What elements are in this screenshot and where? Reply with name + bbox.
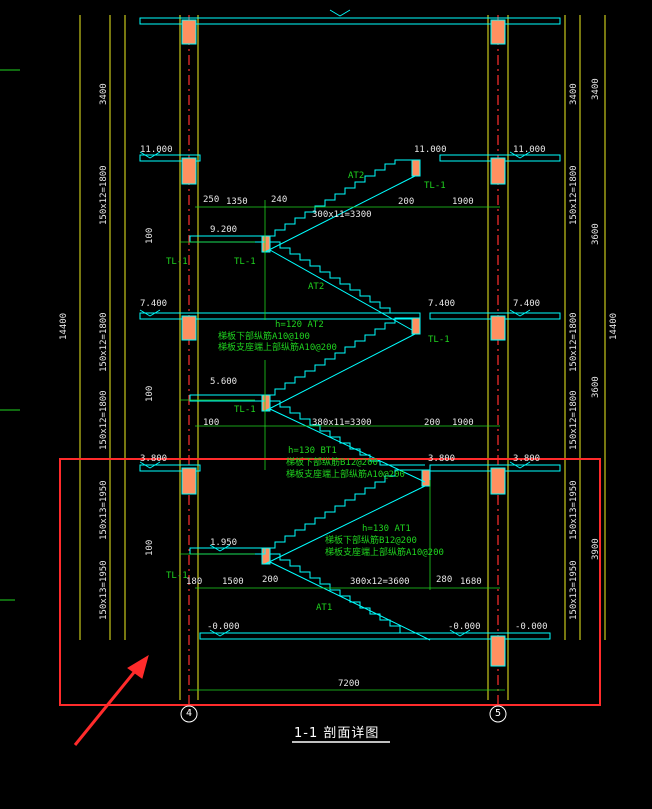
slab-note-h: h=130 BT1	[288, 446, 337, 456]
small-dim: 250	[203, 195, 220, 205]
elevation-label: 3.800	[428, 454, 456, 464]
slab-note-h: h=120 AT2	[275, 320, 324, 330]
small-dim: 200	[424, 418, 441, 428]
elevation-label: 7.400	[140, 299, 168, 309]
step-note: 300x11=3300	[312, 210, 372, 220]
beam-label: TL-1	[234, 257, 256, 267]
small-dim: 1900	[452, 197, 474, 207]
beam-label: TL-1	[428, 335, 450, 345]
small-dim: 100	[145, 227, 155, 244]
total-height-dim-right: 14400	[609, 312, 619, 340]
floor-slabs	[139, 17, 561, 640]
elevation-label: 7.400	[428, 299, 456, 309]
total-height-dim: 14400	[59, 312, 69, 340]
left-dim-3: 150x12=1800	[99, 390, 109, 450]
left-dim-1: 150x12=1800	[99, 165, 109, 225]
beam-label: TL-1	[234, 405, 256, 415]
axis-center-lines	[188, 15, 499, 710]
drawing-title: 1-1 剖面详图	[294, 726, 380, 741]
right-dim-3: 150x12=1800	[569, 390, 579, 450]
elevation-label: 1.950	[210, 538, 238, 548]
small-dim: 200	[398, 197, 415, 207]
elevation-markers	[139, 9, 531, 637]
small-dim: 1680	[460, 577, 482, 587]
small-dim: 100	[145, 539, 155, 556]
elevation-label: 7.400	[513, 299, 541, 309]
elevation-label: 11.000	[140, 145, 173, 155]
step-note: 380x11=3300	[312, 418, 372, 428]
right-dim-4: 150x13=1950	[569, 480, 579, 540]
small-dim: 1350	[226, 197, 248, 207]
small-dim: 240	[271, 195, 288, 205]
slab-note-line1: 梯板下部纵筋A10@100	[218, 332, 310, 342]
elevation-label: -0.000	[207, 622, 240, 632]
edge-markers	[0, 69, 20, 601]
elevation-label: 11.000	[513, 145, 546, 155]
total-width-dim: 7200	[338, 679, 360, 689]
slab-note-line2: 梯板支座端上部纵筋A10@200	[325, 548, 444, 558]
small-dim: 180	[186, 577, 203, 587]
dimension-lines	[180, 200, 505, 691]
beam-label: TL-1	[166, 571, 188, 581]
right-dim-0: 3400	[569, 83, 579, 105]
left-dim-5: 150x13=1950	[99, 560, 109, 620]
right-dim-5: 150x13=1950	[569, 560, 579, 620]
right-outer-dim-3: 3900	[591, 538, 601, 560]
left-dim-2: 150x12=1800	[99, 312, 109, 372]
right-outer-dim-2: 3600	[591, 376, 601, 398]
elevation-label: 9.200	[210, 225, 238, 235]
small-dim: 280	[436, 575, 453, 585]
slab-note-line1: 梯板下部纵筋B12@200	[325, 536, 417, 546]
stair-flights	[264, 159, 431, 641]
stair-label: AT2	[308, 282, 325, 292]
small-dim: 1500	[222, 577, 244, 587]
axis-label-4: 4	[186, 708, 193, 719]
elevation-label: 11.000	[414, 145, 447, 155]
beam-label: TL-1	[166, 257, 188, 267]
axis-bubbles	[180, 705, 507, 723]
slab-note-line1: 梯板下部纵筋B12@200	[286, 458, 378, 468]
small-dim: 100	[145, 385, 155, 402]
highlight-box	[59, 458, 601, 706]
slab-note-h: h=130 AT1	[362, 524, 411, 534]
right-outer-dim-1: 3600	[591, 223, 601, 245]
small-dim: 200	[262, 575, 279, 585]
elevation-label: -0.000	[515, 622, 548, 632]
vertical-guide-lines	[79, 15, 606, 700]
axis-label-5: 5	[495, 708, 502, 719]
left-dim-0: 3400	[99, 83, 109, 105]
step-note: 300x12=3600	[350, 577, 410, 587]
left-dim-4: 150x13=1950	[99, 480, 109, 540]
stair-label: AT2	[348, 171, 365, 181]
red-arrow	[73, 654, 149, 746]
elevation-label: 3.800	[513, 454, 541, 464]
small-dim: 100	[203, 418, 220, 428]
stair-label: AT1	[316, 603, 333, 613]
small-dim: 1900	[452, 418, 474, 428]
slab-note-line2: 梯板支座端上部纵筋A10@200	[286, 470, 405, 480]
beam-label: TL-1	[424, 181, 446, 191]
slab-note-line2: 梯板支座端上部纵筋A10@200	[218, 343, 337, 353]
right-dim-1: 150x12=1800	[569, 165, 579, 225]
beams	[181, 19, 506, 667]
elevation-label: -0.000	[448, 622, 481, 632]
elevation-label: 3.800	[140, 454, 168, 464]
landings	[189, 235, 266, 555]
elevation-label: 5.600	[210, 377, 238, 387]
right-outer-dim-0: 3400	[591, 78, 601, 100]
right-dim-2: 150x12=1800	[569, 312, 579, 372]
